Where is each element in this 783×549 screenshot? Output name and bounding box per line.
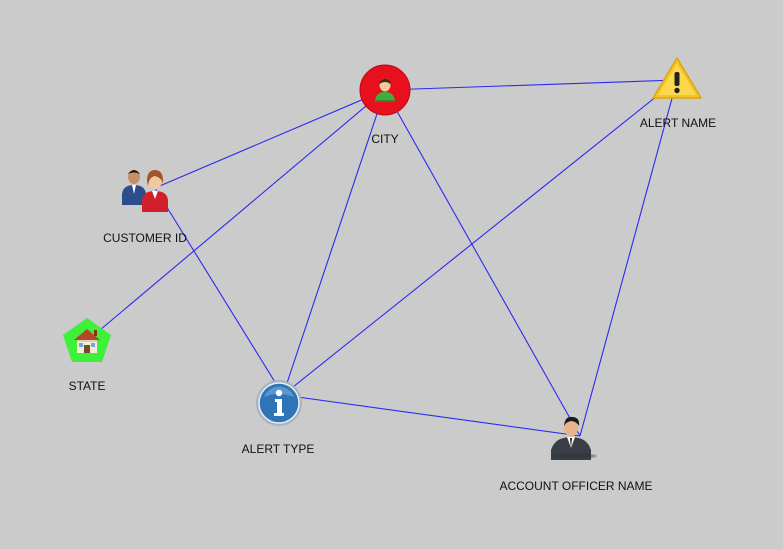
house-in-green-pentagon-icon	[63, 318, 111, 362]
node-label: CITY	[371, 132, 398, 146]
node-label: CUSTOMER ID	[103, 231, 187, 245]
node-alert-type[interactable]: ALERT TYPE	[242, 380, 315, 456]
warning-triangle-icon	[652, 57, 702, 99]
edge-customer-id-to-alert-type	[154, 187, 284, 396]
edge-city-to-customer-id	[154, 89, 386, 189]
two-people-icon	[122, 170, 168, 212]
node-state[interactable]: STATE	[63, 318, 111, 393]
edge-alert-name-to-account-officer-name	[579, 79, 678, 437]
node-label: STATE	[69, 379, 106, 393]
edge-city-to-alert-type	[282, 89, 386, 396]
node-label: ALERT TYPE	[242, 442, 315, 456]
edge-city-to-state	[99, 89, 386, 331]
node-customer-id[interactable]: CUSTOMER ID	[103, 170, 187, 245]
edge-alert-type-to-account-officer-name	[282, 394, 581, 437]
businessman-icon	[551, 416, 597, 460]
node-account-officer-name[interactable]: ACCOUNT OFFICER NAME	[499, 416, 653, 493]
edge-city-to-alert-name	[384, 79, 678, 91]
node-city[interactable]: CITY	[359, 64, 411, 146]
person-in-red-circle-icon	[359, 64, 411, 116]
node-label: ACCOUNT OFFICER NAME	[499, 479, 652, 493]
info-circle-icon	[256, 380, 302, 426]
node-alert-name[interactable]: ALERT NAME	[640, 57, 716, 130]
node-label: ALERT NAME	[640, 116, 716, 130]
edge-alert-name-to-alert-type	[282, 79, 678, 396]
edge-city-to-account-officer-name	[384, 89, 581, 437]
edges-layer	[99, 79, 678, 437]
